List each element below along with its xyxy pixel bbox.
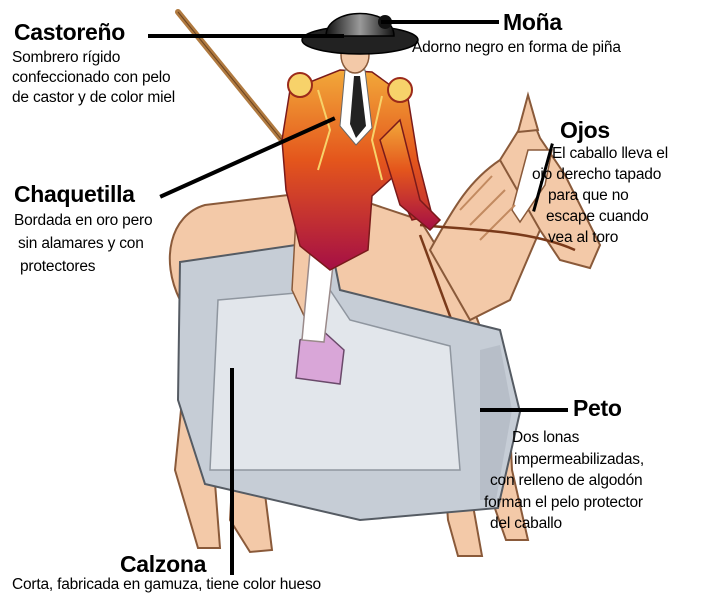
castoreno-description: Sombrero rígido confeccionado con pelo d…	[12, 48, 175, 108]
peto-line: impermeabilizadas,	[484, 449, 644, 471]
calzona-description: Corta, fabricada en gamuza, tiene color …	[12, 575, 321, 595]
peto-line: Dos lonas	[484, 427, 644, 449]
ojos-title: Ojos	[560, 118, 610, 142]
peto-line: con relleno de algodón	[484, 470, 644, 492]
ojos-line: escape cuando	[546, 206, 668, 227]
peto-line: forman el pelo protector	[484, 492, 644, 514]
peto-title: Peto	[573, 396, 622, 420]
mona-description: Adorno negro en forma de piña	[412, 38, 621, 58]
chaquetilla-line: Bordada en oro pero	[14, 209, 152, 232]
calzona-line: Corta, fabricada en gamuza, tiene color …	[12, 575, 321, 595]
castoreno-title: Castoreño	[14, 20, 125, 44]
ojos-description: El caballo lleva el ojo derecho tapado p…	[548, 143, 668, 248]
chaquetilla-line: sin alamares y con	[14, 232, 152, 255]
chaquetilla-line: protectores	[14, 255, 152, 278]
calzona-title: Calzona	[120, 552, 206, 576]
ojos-line: para que no	[548, 185, 668, 206]
mona-line: Adorno negro en forma de piña	[412, 38, 621, 58]
chaquetilla-description: Bordada en oro pero sin alamares y con p…	[14, 209, 152, 278]
castoreno-line: de castor y de color miel	[12, 88, 175, 108]
peto-line: del caballo	[484, 513, 644, 535]
castoreno-line: Sombrero rígido	[12, 48, 175, 68]
ojos-line: El caballo lleva el	[548, 143, 668, 164]
castoreno-line: confeccionado con pelo	[12, 68, 175, 88]
mona-title: Moña	[503, 10, 562, 34]
ojos-line: ojo derecho tapado	[532, 164, 668, 185]
castoreno-hat	[302, 14, 418, 55]
peto-description: Dos lonas impermeabilizadas, con relleno…	[484, 427, 644, 535]
chaquetilla-title: Chaquetilla	[14, 182, 135, 206]
ojos-line: vea al toro	[548, 227, 668, 248]
